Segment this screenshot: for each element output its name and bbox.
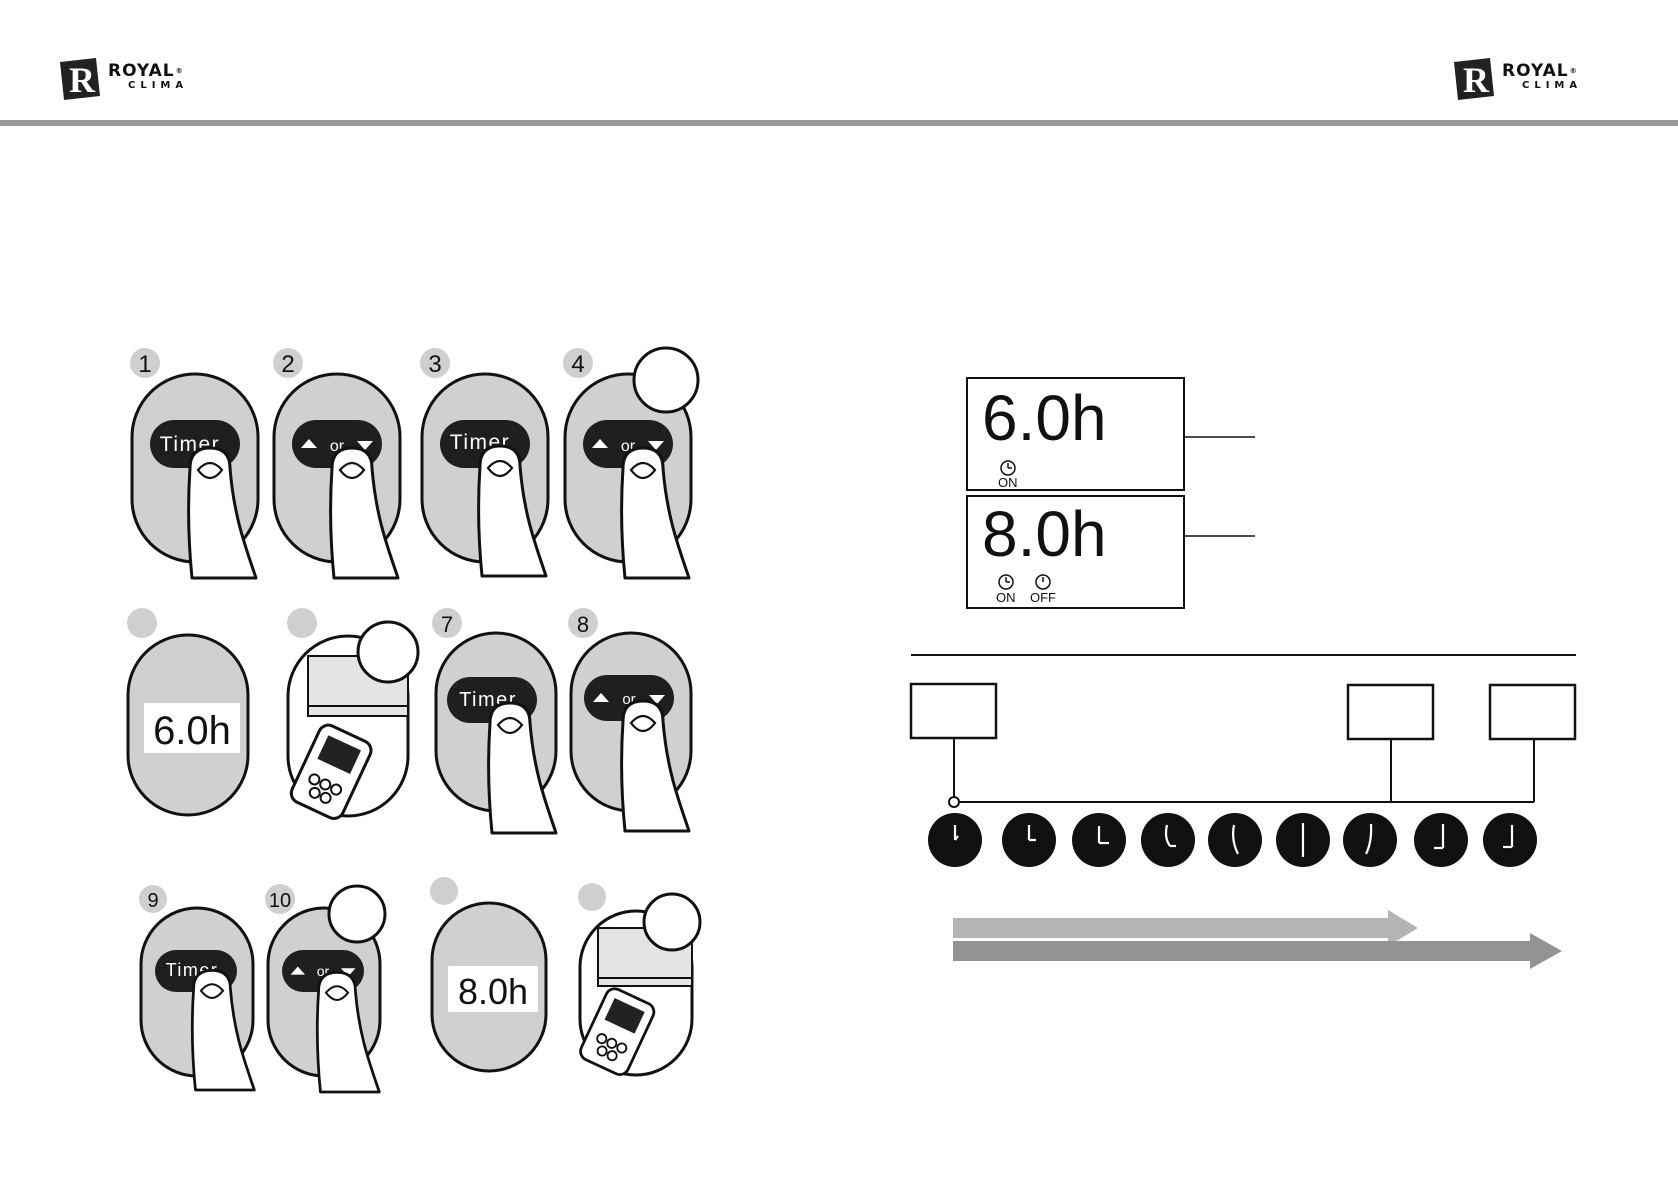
off-indicator: OFF — [1030, 590, 1056, 605]
step-10-panel: 10 or — [265, 884, 387, 1094]
timeline-on-box — [1346, 683, 1435, 741]
clock-icon — [1414, 813, 1468, 867]
step-8-panel: 8 or — [568, 608, 693, 833]
registered-mark: ® — [175, 67, 184, 75]
lcd-display — [144, 703, 240, 753]
clock-icon — [1276, 813, 1330, 867]
on-indicator: ON — [996, 590, 1016, 605]
step-4-panel: 4 or — [563, 346, 700, 580]
step-9-panel: 9 Timer — [139, 885, 256, 1092]
clock-icon — [1002, 813, 1056, 867]
timeline-off-box — [1488, 683, 1577, 741]
off-duration-arrow — [953, 933, 1562, 969]
timeline-clocks — [928, 813, 1537, 867]
svg-text:R: R — [69, 60, 96, 100]
step-3-panel: 3 Timer — [420, 348, 550, 578]
royal-clima-emblem-icon: R — [1454, 58, 1494, 100]
step-number: 9 — [147, 890, 158, 912]
step-11-panel: 8.0h — [430, 877, 548, 1073]
step-number: 2 — [281, 351, 294, 378]
callout-circle — [356, 620, 420, 684]
brand-name: ROYAL — [1502, 61, 1569, 81]
clock-off-icon — [1035, 574, 1051, 590]
header-divider — [0, 120, 1678, 126]
clock-on-icon — [998, 574, 1014, 590]
step-7-panel: 7 Timer — [432, 608, 558, 835]
display-value: 6.0h — [153, 709, 231, 753]
step-12-panel — [576, 883, 702, 1079]
timer-on-display: 6.0h ON — [966, 377, 1255, 491]
lcd-display — [448, 966, 538, 1012]
on-indicator: ON — [998, 475, 1018, 490]
step-badge — [139, 885, 167, 913]
step-number: 8 — [577, 612, 589, 637]
step-number: 7 — [441, 612, 453, 637]
timer-on-off-display: 8.0h ON OFF — [966, 495, 1255, 609]
clock-icon — [1072, 813, 1126, 867]
step-2-panel: 2 or — [272, 348, 402, 580]
step-number: 1 — [138, 351, 151, 378]
step-5-panel: 6.0h — [126, 608, 250, 817]
display-value: 8.0h — [982, 498, 1107, 570]
step-6-panel — [286, 608, 420, 824]
timeline-start-box — [909, 682, 998, 740]
display-value: 8.0h — [458, 971, 528, 1012]
step-badge — [578, 883, 606, 911]
royal-clima-emblem-icon: R — [60, 58, 100, 100]
step-badge — [430, 877, 458, 905]
on-duration-arrow — [953, 910, 1418, 946]
step-number: 3 — [428, 351, 441, 378]
timeline-start-dot — [948, 796, 960, 808]
callout-circle — [327, 884, 387, 944]
step-badge — [130, 348, 160, 378]
step-number: 10 — [269, 890, 291, 912]
clock-icon — [1343, 813, 1397, 867]
registered-mark: ® — [1569, 67, 1578, 75]
brand-name: ROYAL — [108, 61, 175, 81]
callout-circle — [642, 892, 702, 952]
brand-logo-right: R ROYAL® CLIMA — [1450, 56, 1577, 102]
step-number: 4 — [571, 351, 584, 378]
step-badge — [265, 884, 295, 914]
brand-subname: CLIMA — [1522, 80, 1583, 91]
step-badge — [420, 348, 450, 378]
brand-subname: CLIMA — [128, 80, 189, 91]
step-badge — [563, 348, 593, 378]
clock-icon — [1141, 813, 1195, 867]
svg-text:R: R — [1463, 60, 1490, 100]
clock-on-icon — [1000, 460, 1016, 476]
clock-icon — [1483, 813, 1537, 867]
clock-icon — [928, 813, 982, 867]
step-badge — [568, 608, 598, 638]
display-value: 6.0h — [982, 382, 1107, 454]
step-badge — [287, 608, 317, 638]
clock-icon — [1208, 813, 1262, 867]
step-badge — [432, 608, 462, 638]
step-1-panel: 1 Timer — [130, 348, 260, 580]
callout-circle — [632, 346, 700, 414]
step-badge — [273, 348, 303, 378]
step-badge — [127, 608, 157, 638]
brand-logo-left: R ROYAL® CLIMA — [56, 56, 183, 102]
